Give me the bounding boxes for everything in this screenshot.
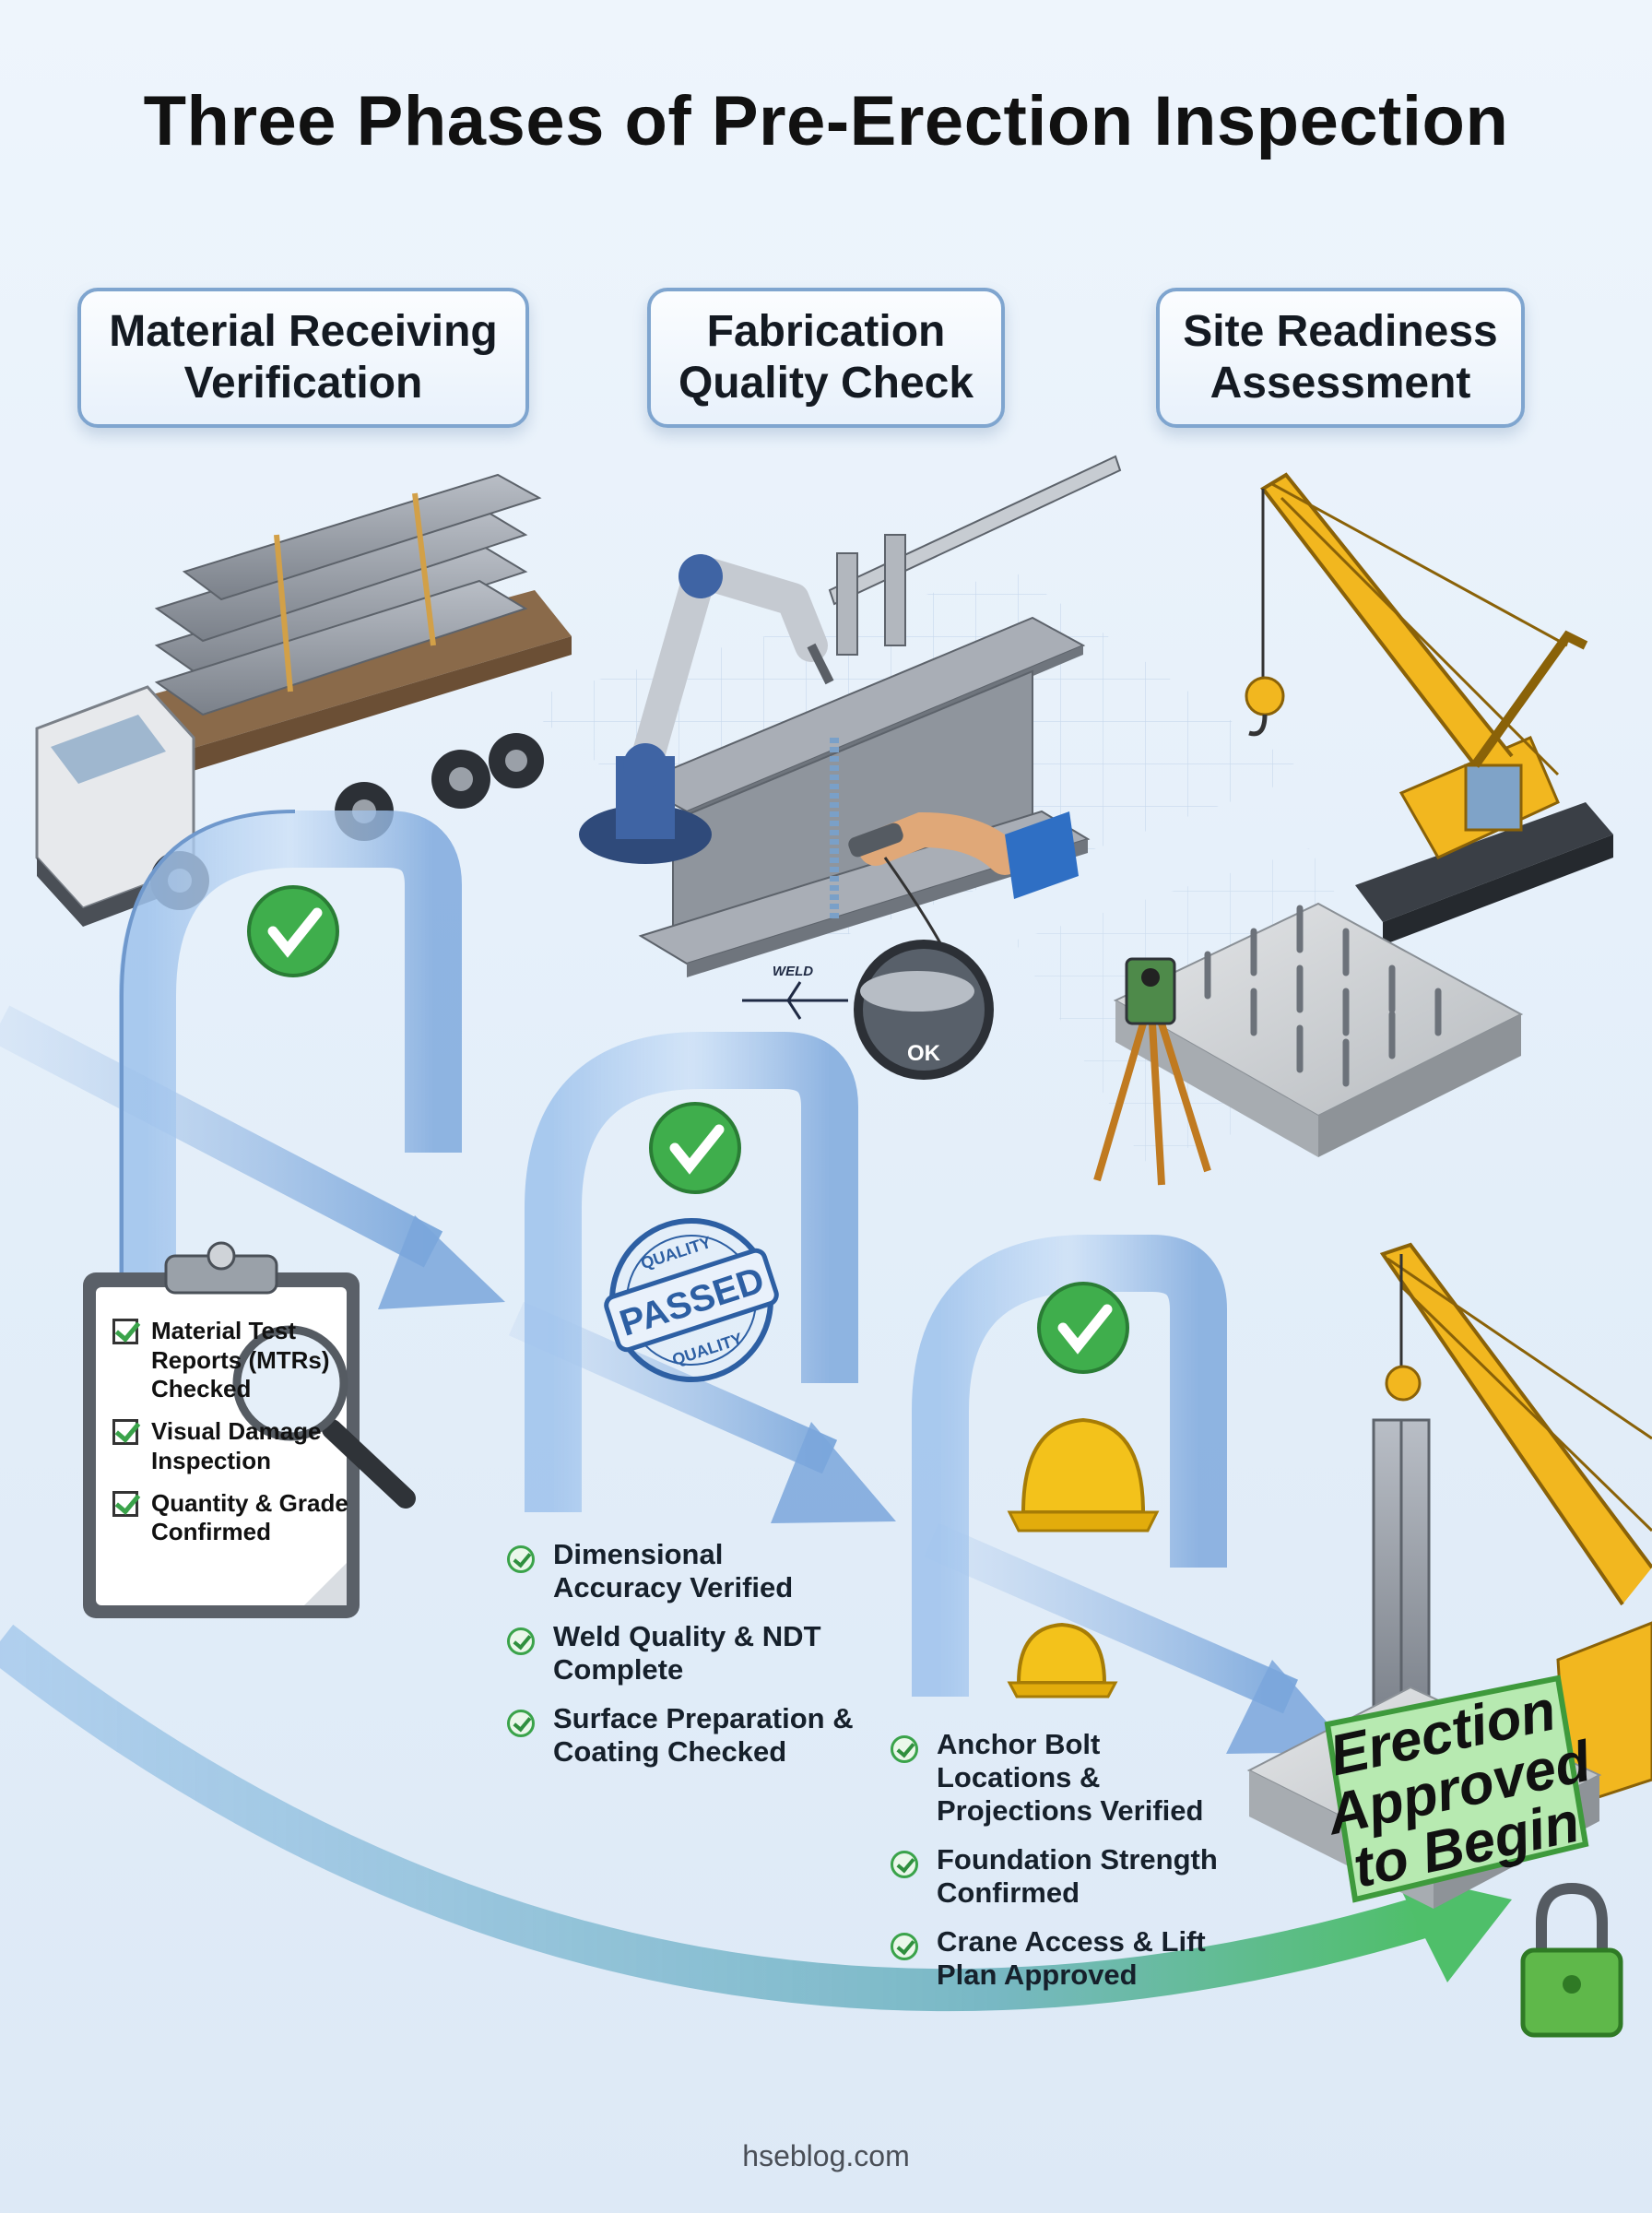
phase-label: Fabrication Quality Check (678, 306, 974, 408)
total-station-icon (1093, 957, 1211, 1186)
footer-source: hseblog.com (742, 2139, 910, 2172)
robot-arm-icon (579, 554, 834, 864)
check-circle-icon (507, 1627, 535, 1655)
phase-label: Material Receiving Verification (109, 306, 498, 408)
checkbox-check-icon (112, 1490, 138, 1517)
check-circle-icon (891, 1932, 918, 1960)
hard-hat-icon (1007, 1622, 1118, 1698)
check-circle-icon (507, 1709, 535, 1737)
check-circle-icon (891, 1735, 918, 1763)
approval-curve-arrow (0, 1624, 1426, 2012)
list-item: Weld Quality & NDT Complete (507, 1620, 857, 1686)
check-badge-icon (247, 885, 339, 977)
crawler-crane-icon (1245, 472, 1613, 945)
anchor-bolt-foundation-icon (1113, 902, 1524, 1157)
inspection-gate-2 (525, 1032, 858, 1512)
steel-beam-icon (633, 616, 1091, 977)
weld-bead-icon: OK (854, 940, 994, 1080)
padlock-icon (1520, 1882, 1623, 2038)
weld-symbol-icon: WELD (742, 964, 848, 1020)
list-item: Foundation Strength Confirmed (891, 1843, 1232, 1910)
hard-hat-icon (1007, 1417, 1160, 1533)
weld-result-text: OK (907, 1041, 941, 1066)
page-title: Three Phases of Pre-Erection Inspection (143, 82, 1509, 160)
check-badge-icon (649, 1102, 741, 1194)
checkbox-check-icon (112, 1319, 138, 1344)
list-item: Material Test Reports (MTRs) Checked (109, 1317, 348, 1404)
inspection-gate-1 (119, 810, 462, 1272)
erection-crane-icon (1379, 1242, 1652, 1810)
magnifier-icon (232, 1325, 416, 1509)
flow-arrow-head-1 (378, 1215, 505, 1309)
list-item: Dimensional Accuracy Verified (507, 1538, 857, 1604)
list-item: Quantity & Grade Confirmed (109, 1489, 348, 1547)
fabrication-checklist: Dimensional Accuracy Verified Weld Quali… (507, 1538, 857, 1784)
ultrasonic-probe-icon (848, 811, 1079, 978)
site-checklist: Anchor Bolt Locations & Projections Veri… (891, 1728, 1232, 2007)
check-circle-icon (507, 1545, 535, 1573)
phase-box-site-readiness: Site Readiness Assessment (1156, 288, 1525, 428)
check-circle-icon (891, 1850, 918, 1878)
steel-column-icon (1372, 1418, 1431, 1726)
truck-icon (35, 473, 572, 927)
list-item: Surface Preparation & Coating Checked (507, 1702, 857, 1769)
inspection-gate-3 (912, 1235, 1227, 1697)
check-badge-icon (1037, 1282, 1129, 1374)
flow-arrow-head-2 (771, 1422, 896, 1523)
list-item: Visual Damage Inspection (109, 1417, 348, 1475)
caliper-icon (828, 455, 1122, 656)
phase-box-fabrication-quality: Fabrication Quality Check (647, 288, 1005, 428)
phase-box-material-receiving: Material Receiving Verification (77, 288, 529, 428)
weld-symbol-label: WELD (773, 964, 813, 979)
phase-label: Site Readiness Assessment (1183, 306, 1498, 408)
material-checklist: Material Test Reports (MTRs) Checked Vis… (109, 1317, 348, 1560)
list-item: Crane Access & Lift Plan Approved (891, 1925, 1232, 1992)
checkbox-check-icon (112, 1419, 138, 1446)
list-item: Anchor Bolt Locations & Projections Veri… (891, 1728, 1232, 1828)
flow-arrow-head-3 (1226, 1660, 1353, 1754)
approval-stamp-badge (1324, 1675, 1589, 1903)
